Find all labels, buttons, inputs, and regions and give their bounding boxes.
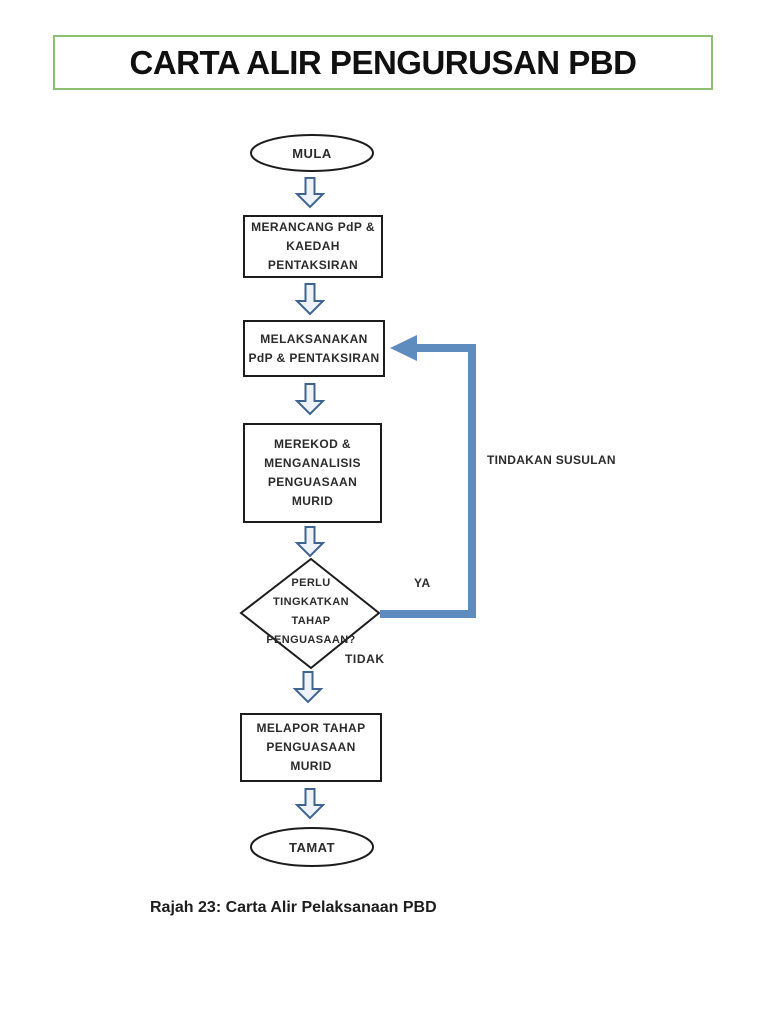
decision-text: PERLU TINGKATKAN TAHAP PENGUASAAN? (248, 572, 374, 652)
start-oval (250, 134, 374, 172)
step-text-line: MELAPOR TAHAP (256, 721, 366, 735)
step-text-line: KAEDAH (286, 239, 340, 253)
flow-arrow-6-icon (294, 788, 326, 820)
decision-diamond (239, 557, 381, 670)
start-terminal-label: MULA (292, 145, 332, 161)
flow-arrow-3-icon (294, 383, 326, 416)
step-text-line: PENTAKSIRAN (267, 258, 359, 272)
end-oval (250, 827, 374, 867)
decision-text-line: PENGUASAAN? (266, 634, 356, 646)
step-text-line: MELAKSANAKAN (260, 331, 368, 346)
step-text-line: PENGUASAAN (266, 740, 356, 754)
step-text-line: MEREKOD & (274, 437, 351, 451)
branch-label-no: TIDAK (345, 652, 385, 666)
flow-arrow-5-icon (292, 671, 324, 704)
step-text-line: MURID (291, 494, 334, 508)
flow-step-melapor: MELAPOR TAHAP PENGUASAAN MURID (240, 713, 382, 782)
step-text-line: PENGUASAAN (267, 475, 358, 489)
flow-arrow-4-icon (294, 526, 326, 558)
page-title: CARTA ALIR PENGURUSAN PBD (129, 43, 637, 81)
step-text-line: MENGANALISIS (264, 456, 361, 470)
flow-step-merancang: MERANCANG PdP & KAEDAH PENTAKSIRAN (243, 215, 383, 278)
flow-step-merekod: MEREKOD & MENGANALISIS PENGUASAAN MURID (243, 423, 382, 523)
figure-caption: Rajah 23: Carta Alir Pelaksanaan PBD (150, 899, 437, 916)
step-text-line: PdP & PENTAKSIRAN (248, 350, 380, 365)
flow-step-melaksanakan: MELAKSANAKAN PdP & PENTAKSIRAN (243, 320, 385, 377)
decision-text-line: TAHAP (291, 615, 331, 627)
end-terminal-label: TAMAT (288, 839, 336, 855)
flow-arrow-2-icon (294, 283, 326, 316)
branch-label-yes: YA (414, 576, 431, 590)
title-banner: CARTA ALIR PENGURUSAN PBD (53, 35, 713, 90)
step-text-line: MERANCANG PdP & (251, 220, 375, 234)
step-text-line: MURID (290, 759, 332, 773)
decision-text-line: TINGKATKAN (273, 596, 349, 608)
decision-text-line: PERLU (291, 577, 331, 589)
feedback-label: TINDAKAN SUSULAN (487, 453, 616, 467)
flow-arrow-1-icon (294, 177, 326, 209)
